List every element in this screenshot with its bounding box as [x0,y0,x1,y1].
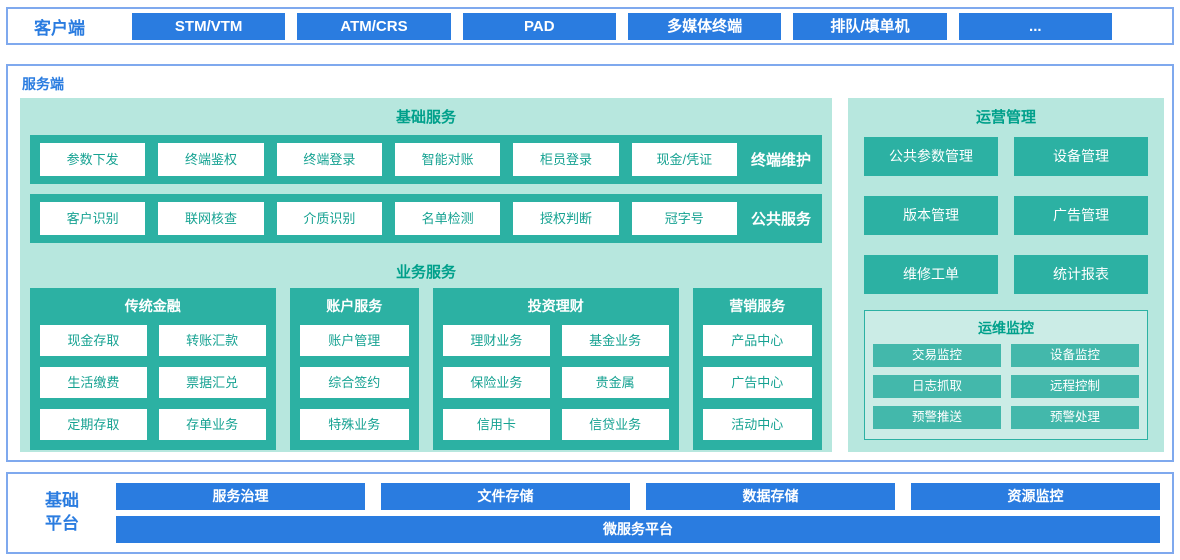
group-title: 营销服务 [729,298,786,314]
service-box: 广告中心 [702,367,812,398]
platform-band-label: 基础平台 [8,483,116,543]
service-box: 冠字号 [631,202,737,235]
service-box: 产品中心 [702,325,812,356]
monitoring-item: 预警处理 [1011,406,1139,429]
operations-box: 广告管理 [1014,196,1148,235]
operations-panel: 运营管理 公共参数管理 设备管理 版本管理 广告管理 维修工单 统计报表 运维监… [848,98,1164,452]
server-band: 服务端 基础服务 参数下发 终端鉴权 终端登录 智能对账 柜员登录 现金/凭证 … [6,64,1174,462]
service-box: 信用卡 [443,409,550,440]
operations-box: 维修工单 [864,255,998,294]
service-box: 活动中心 [702,409,812,440]
client-terminal-queue: 排队/填单机 [793,12,947,40]
platform-resource-monitor: 资源监控 [911,483,1160,510]
platform-content: 服务治理 文件存储 数据存储 资源监控 微服务平台 [116,483,1160,543]
service-box: 智能对账 [394,143,501,176]
client-terminal-atm-crs: ATM/CRS [297,12,451,40]
business-services-title: 业务服务 [395,264,456,281]
operations-title: 运营管理 [975,109,1036,126]
monitoring-item: 设备监控 [1011,344,1139,367]
service-box: 现金/凭证 [631,143,737,176]
service-box: 柜员登录 [513,143,619,176]
service-box: 授权判断 [513,202,619,235]
monitoring-box: 运维监控 交易监控 设备监控 日志抓取 远程控制 预警推送 预警处理 [864,310,1148,440]
service-box: 名单检测 [394,202,501,235]
group-title: 投资理财 [527,298,584,314]
platform-band-label-text: 基础平台 [45,491,79,533]
service-box: 存单业务 [158,409,266,440]
operations-box: 公共参数管理 [864,137,998,176]
monitoring-item: 交易监控 [873,344,1001,367]
client-band: 客户端 STM/VTM ATM/CRS PAD 多媒体终端 排队/填单机 ... [6,7,1174,45]
service-box: 转账汇款 [158,325,266,356]
monitoring-item: 预警推送 [873,406,1001,429]
service-box: 终端鉴权 [158,143,264,176]
client-terminal-pad: PAD [462,12,616,40]
service-box: 票据汇兑 [158,367,266,398]
service-box: 贵金属 [561,367,669,398]
platform-band: 基础平台 服务治理 文件存储 数据存储 资源监控 微服务平台 [6,472,1174,554]
client-band-label: 客户端 [34,18,85,38]
service-box: 信贷业务 [561,409,669,440]
group-account-services: 账户服务 账户管理 综合签约 特殊业务 [289,288,419,450]
service-box: 现金存取 [40,325,147,356]
service-box: 参数下发 [40,143,146,176]
service-box: 基金业务 [561,325,669,356]
group-title: 传统金融 [124,298,181,314]
services-panel: 基础服务 参数下发 终端鉴权 终端登录 智能对账 柜员登录 现金/凭证 终端维护… [20,98,832,452]
service-box: 账户管理 [299,325,409,356]
platform-file-storage: 文件存储 [381,483,630,510]
service-box: 客户识别 [40,202,146,235]
service-box: 终端登录 [276,143,382,176]
operations-box: 统计报表 [1014,255,1148,294]
service-box: 保险业务 [443,367,550,398]
client-terminal-multimedia: 多媒体终端 [627,12,782,40]
service-box: 特殊业务 [299,409,409,440]
server-band-label: 服务端 [22,76,64,92]
public-services-row: 客户识别 联网核查 介质识别 名单检测 授权判断 冠字号 公共服务 [30,194,822,243]
group-title: 账户服务 [326,298,383,314]
service-box: 理财业务 [443,325,550,356]
client-terminal-stm-vtm: STM/VTM [132,12,286,40]
operations-grid: 公共参数管理 设备管理 版本管理 广告管理 维修工单 统计报表 [864,137,1148,294]
service-box: 介质识别 [276,202,382,235]
monitoring-title: 运维监控 [978,320,1034,336]
service-box: 综合签约 [299,367,409,398]
platform-data-storage: 数据存储 [646,483,895,510]
terminal-maintenance-row: 参数下发 终端鉴权 终端登录 智能对账 柜员登录 现金/凭证 终端维护 [30,135,822,184]
client-terminal-more: ... [958,12,1112,40]
monitoring-item: 远程控制 [1011,375,1139,398]
monitoring-item: 日志抓取 [873,375,1001,398]
basic-services-title: 基础服务 [395,109,456,126]
service-box: 定期存取 [40,409,147,440]
group-traditional-finance: 传统金融 现金存取 转账汇款 生活缴费 票据汇兑 定期存取 存单业务 [30,288,276,450]
group-investment: 投资理财 理财业务 基金业务 保险业务 贵金属 信用卡 信贷业务 [433,288,679,450]
business-services-groups: 传统金融 现金存取 转账汇款 生活缴费 票据汇兑 定期存取 存单业务 账户服务 … [30,288,822,450]
row-label-public-services: 公共服务 [750,211,811,228]
group-marketing: 营销服务 产品中心 广告中心 活动中心 [692,288,822,450]
platform-service-governance: 服务治理 [116,483,365,510]
service-box: 联网核查 [158,202,264,235]
service-box: 生活缴费 [40,367,147,398]
microservice-platform-bar: 微服务平台 [116,516,1160,543]
row-label-terminal-maintenance: 终端维护 [750,152,811,169]
monitoring-grid: 交易监控 设备监控 日志抓取 远程控制 预警推送 预警处理 [873,344,1139,429]
platform-row: 服务治理 文件存储 数据存储 资源监控 [116,483,1160,510]
operations-box: 设备管理 [1014,137,1148,176]
operations-box: 版本管理 [864,196,998,235]
